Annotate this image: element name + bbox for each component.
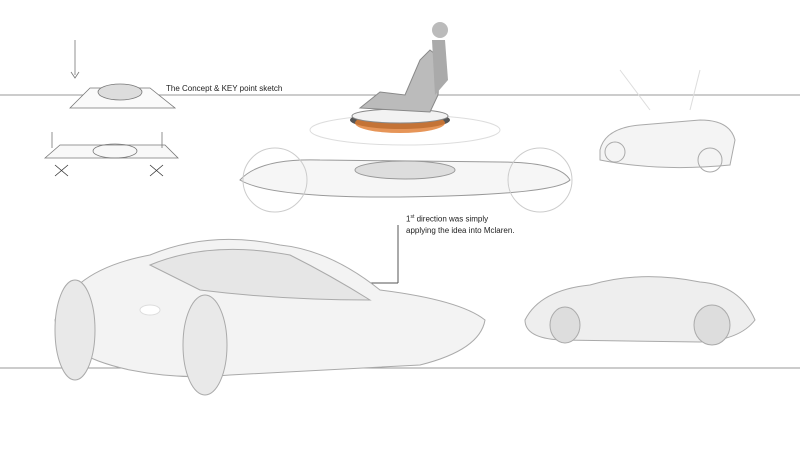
main-car-sketch xyxy=(54,238,486,396)
chassis-sketch xyxy=(239,147,573,213)
car-sketch-top-right xyxy=(599,69,736,173)
direction-suffix: st xyxy=(410,214,415,220)
direction-line-2: applying the idea into Mclaren. xyxy=(406,225,515,235)
seat-pod-sketch xyxy=(309,22,501,146)
car-sketch-bottom-right xyxy=(524,276,756,346)
concept-title: The Concept & KEY point sketch xyxy=(166,84,283,93)
direction-ordinal: 1 xyxy=(406,214,411,224)
direction-line-1: direction was simply xyxy=(414,214,489,224)
concept-pod-diagram xyxy=(43,40,179,177)
direction-note: 1st direction was simply applying the id… xyxy=(406,212,515,236)
